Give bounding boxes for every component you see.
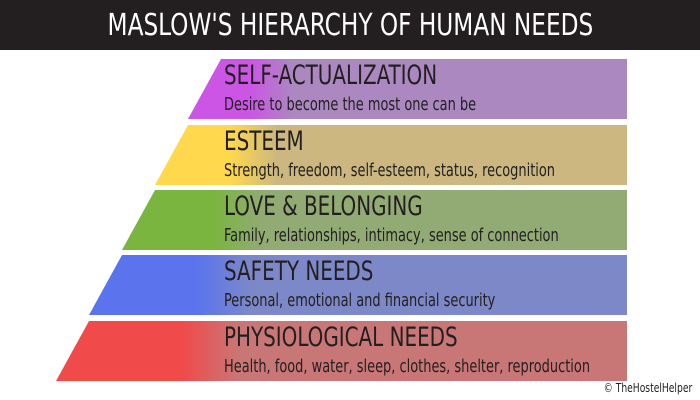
title-bar: MASLOW'S HIERARCHY OF HUMAN NEEDS [0,0,700,50]
level-band [89,255,627,315]
pyramid-level-physiological-needs: PHYSIOLOGICAL NEEDS Health, food, water,… [0,321,700,381]
level-title: LOVE & BELONGING [224,191,423,222]
pyramid-level-esteem: ESTEEM Strength, freedom, self-esteem, s… [0,125,700,185]
level-title: ESTEEM [224,126,304,157]
level-description: Strength, freedom, self-esteem, status, … [224,160,556,181]
level-description: Personal, emotional and financial securi… [224,290,496,311]
level-description: Health, food, water, sleep, clothes, she… [224,356,591,377]
level-description: Family, relationships, intimacy, sense o… [224,225,559,246]
level-description: Desire to become the most one can be [224,94,477,115]
copyright-notice: © TheHostelHelper [603,381,692,395]
level-band [188,59,627,119]
pyramid-level-love-belonging: LOVE & BELONGING Family, relationships, … [0,190,700,250]
level-title: PHYSIOLOGICAL NEEDS [224,322,458,353]
level-title: SELF-ACTUALIZATION [224,60,438,91]
page-title: MASLOW'S HIERARCHY OF HUMAN NEEDS [107,7,593,43]
level-band [155,125,627,185]
level-band [122,190,627,250]
pyramid-level-self-actualization: SELF-ACTUALIZATION Desire to become the … [0,59,700,119]
level-title: SAFETY NEEDS [224,256,374,287]
pyramid-level-safety-needs: SAFETY NEEDS Personal, emotional and fin… [0,255,700,315]
level-band [56,321,627,381]
